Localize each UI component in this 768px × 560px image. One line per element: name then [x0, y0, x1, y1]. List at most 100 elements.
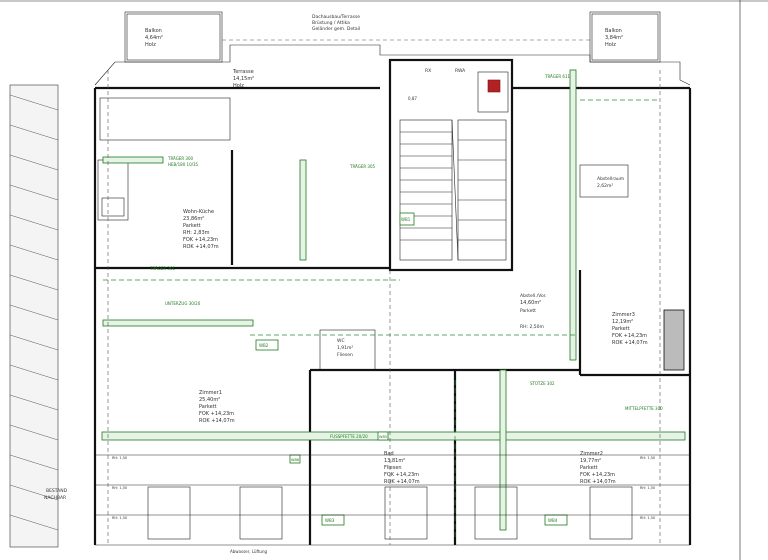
bath-title: Bad: [384, 451, 394, 457]
balcony-right: [589, 11, 661, 63]
room1-title: Zimmer1: [199, 390, 222, 396]
rh-5: RH: 1,50: [640, 486, 655, 490]
balcony-left: [124, 11, 223, 63]
room2-area: 19,77m²: [580, 458, 601, 464]
kitchen-floor: Parkett: [183, 223, 201, 229]
bottom-note: Abwasser, Lüftung: [230, 549, 267, 554]
room1-rok: ROK +14,07m: [199, 418, 235, 424]
tag-wb1: [399, 212, 415, 226]
room1-fok: FOK +14,23m: [199, 411, 234, 417]
beam-vertical-kitchen: [299, 159, 307, 261]
balcony-right-area: 3,84m²: [605, 35, 623, 41]
rh-2: RH: 1,50: [112, 486, 127, 490]
shaft-rwa-label: RWA: [455, 68, 466, 74]
beam-vertical-bath: [499, 369, 507, 531]
wc-area: 1,91m²: [337, 345, 353, 351]
beam-label-t4: TRÄGER 611: [544, 74, 570, 79]
room2-fok: FOK +14,23m: [580, 472, 615, 478]
bath-area: 13,81m²: [384, 458, 405, 464]
neighbour-hatch: [9, 94, 59, 531]
tag-wb2-text: WB2: [259, 343, 269, 348]
beam-label-t6: MITTELPFETTE 300: [625, 406, 663, 411]
kitchen-rh: RH: 2,83m: [183, 230, 210, 236]
roof-outline: [94, 44, 691, 86]
rh-6: RH: 1,50: [640, 516, 655, 520]
room2-floor: Parkett: [580, 465, 598, 471]
kitchen-sink: [101, 197, 125, 217]
shaft-rx-label: RX: [425, 68, 431, 74]
hall-floor: Parkett: [520, 308, 536, 314]
wc-floor: Fliesen: [337, 352, 353, 358]
abstell-title: Abstellraum: [597, 176, 624, 182]
beam-label-t1: TRÄGER 300: [167, 156, 193, 161]
balcony-left-floor: Holz: [145, 42, 156, 48]
room2-title: Zimmer2: [580, 451, 603, 457]
bath-rok: ROK +14,07m: [384, 479, 420, 485]
beam-long-label: FUSSPFETTE 20/20: [330, 434, 368, 439]
terrace-glazing: [99, 97, 231, 141]
room3-title: Zimmer3: [612, 312, 635, 318]
beam-label-t5: STÜTZE 302: [530, 381, 555, 386]
wc-title: WC: [337, 338, 345, 344]
tag-wb5: [377, 431, 389, 441]
terrace-floor: Holz: [233, 83, 244, 89]
balcony-left-title: Balkon: [145, 28, 162, 34]
beam-vertical-right: [569, 69, 577, 361]
balcony-left-area: 4,64m²: [145, 35, 163, 41]
beam-long: [101, 431, 686, 441]
room3-area: 12,19m²: [612, 319, 633, 325]
rh-1: RH: 1,50: [112, 456, 127, 460]
east-wall-chimney: [663, 309, 685, 371]
hall-title: Abstell./Vor.: [520, 293, 547, 299]
bestand-label: BESTAND: [46, 488, 68, 494]
tag-wb3-text: WB3: [325, 518, 335, 523]
hall-area: 14,60m²: [520, 300, 541, 306]
tag-wb2: [255, 339, 279, 351]
beam-label-t9: TRÄGER 301: [149, 266, 175, 271]
kitchen-counter: [97, 159, 129, 221]
kitchen-area: 23,86m²: [183, 216, 204, 222]
beam-label-t2: HEB/180 10/35: [168, 162, 199, 167]
terrace-title: Terrasse: [232, 69, 254, 75]
abstell-area: 2,62m²: [597, 183, 613, 189]
stair-core: [388, 58, 514, 272]
rwa-red-marker: [487, 79, 501, 93]
rh-4: RH: 1,50: [640, 456, 655, 460]
room1-floor: Parkett: [199, 404, 217, 410]
rh-3: RH: 1,50: [112, 516, 127, 520]
balcony-left-inner: [126, 13, 221, 61]
kitchen-rok: ROK +14,07m: [183, 244, 219, 250]
beam-mid-left: [102, 319, 254, 327]
room3-rok: ROK +14,07m: [612, 340, 648, 346]
balcony-right-inner: [591, 13, 659, 61]
kitchen-title: Wohn-Küche: [183, 209, 214, 215]
top-note-line-1: Dachausbau/Terrasse: [312, 14, 360, 20]
abstellraum: [579, 164, 629, 198]
kitchen-fok: FOK +14,23m: [183, 237, 218, 243]
bath-fok: FOK +14,23m: [384, 472, 419, 478]
tag-wb5-text: WB5: [379, 435, 387, 439]
beam-kitchen-top: [102, 156, 164, 164]
balcony-right-floor: Holz: [605, 42, 616, 48]
beam-label-t7: TRÄGER 305: [349, 164, 375, 169]
beam-label-t3: UNTERZUG 30/20: [165, 301, 201, 306]
shaft-rwa: [477, 71, 509, 113]
tag-wb1-text: WB1: [401, 217, 411, 222]
tag-wb6-text: WB6: [291, 458, 299, 462]
balcony-right-title: Balkon: [605, 28, 622, 34]
room3-fok: FOK +14,23m: [612, 333, 647, 339]
top-note-line-2: Brüstung / Attika: [312, 20, 350, 26]
terrace-area: 14,15m²: [233, 76, 254, 82]
top-note-line-3: Geländer gem. Detail: [312, 26, 360, 32]
room2-rok: ROK +14,07m: [580, 479, 616, 485]
existing-neighbour-wall: [9, 84, 59, 548]
shaft-dims: 0,87: [408, 96, 417, 101]
hall-rh: RH: 2,50m: [520, 324, 544, 330]
tag-wb4-text: WB4: [548, 518, 558, 523]
nachbar-label: NACHBAR: [44, 495, 66, 501]
stair-steps: [399, 119, 507, 261]
bath-floor: Fliesen: [384, 465, 402, 471]
room1-area: 25,40m²: [199, 397, 220, 403]
room3-floor: Parkett: [612, 326, 630, 332]
